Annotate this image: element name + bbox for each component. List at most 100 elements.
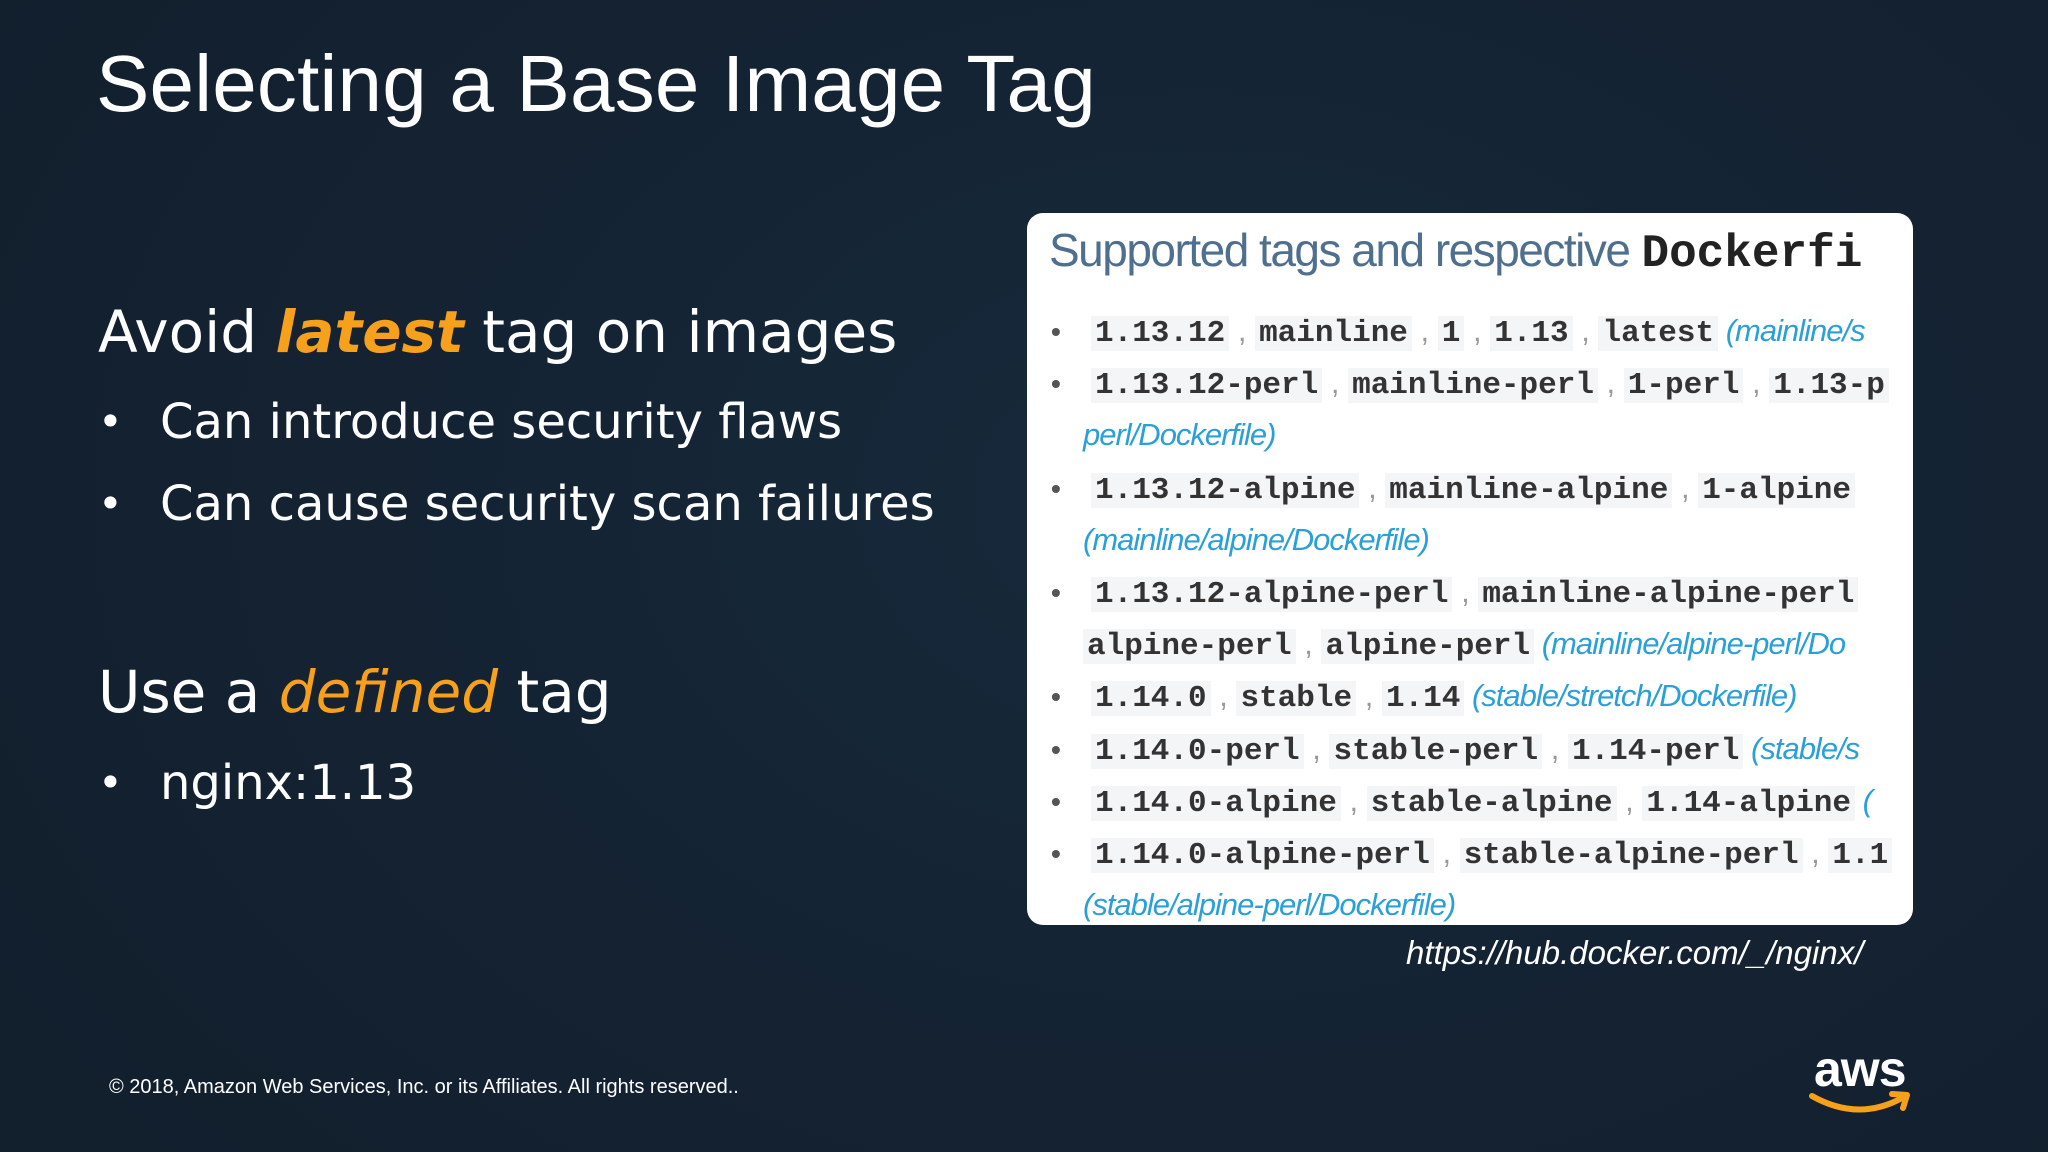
doc-header-mono: Dockerfi xyxy=(1641,228,1863,280)
section-heading-defined-tag: Use a defined tag xyxy=(98,658,612,726)
tag-separator: , xyxy=(1672,469,1699,505)
section-heading-avoid-latest: Avoid latest tag on images xyxy=(98,298,897,366)
doc-tag-line: • 1.13.12-alpine , mainline-alpine , 1-al… xyxy=(1051,462,1856,514)
heading-prefix: Avoid xyxy=(98,298,276,366)
docker-tag: alpine-perl xyxy=(1321,629,1535,665)
heading-prefix: Use a xyxy=(98,658,279,726)
tag-separator: , xyxy=(1802,835,1829,870)
tag-separator: , xyxy=(1452,574,1479,609)
tag-separator: , xyxy=(1572,313,1599,348)
tag-separator: , xyxy=(1322,365,1349,401)
doc-tag-line: • 1.13.12-perl , mainline-perl , 1-perl ,… xyxy=(1051,357,1889,409)
tag-separator: , xyxy=(1542,730,1568,766)
tag-separator: , xyxy=(1359,469,1386,505)
doc-tag-line: perl/Dockerfile) xyxy=(1083,409,1276,461)
docker-tag: 1.14.0-alpine-perl xyxy=(1091,838,1434,873)
docker-tag: 1.13.12-perl xyxy=(1091,368,1323,404)
doc-tag-line: (mainline/alpine/Dockerfile) xyxy=(1083,514,1430,566)
tag-separator: , xyxy=(1464,313,1491,348)
docker-tag: 1-alpine xyxy=(1698,472,1856,508)
tag-separator: , xyxy=(1411,313,1438,348)
doc-tag-line: alpine-perl , alpine-perl (mainline/alpi… xyxy=(1083,618,1846,670)
heading-suffix: tag on images xyxy=(463,298,898,366)
docker-tag: 1.14 xyxy=(1381,681,1465,717)
docker-tag: 1.14-perl xyxy=(1567,733,1744,769)
tag-separator: , xyxy=(1340,782,1367,818)
heading-emphasis: defined xyxy=(278,658,499,726)
doc-bullet-icon: • xyxy=(1051,681,1061,713)
docker-tag: stable-perl xyxy=(1329,733,1543,769)
doc-bullet-icon: • xyxy=(1051,472,1061,504)
copyright-notice: © 2018, Amazon Web Services, Inc. or its… xyxy=(109,1076,739,1098)
bullet-item: •Can introduce security flaws xyxy=(98,381,935,463)
dockerfile-link[interactable]: (stable/stretch/Dockerfile) xyxy=(1464,678,1797,714)
slide-title: Selecting a Base Image Tag xyxy=(96,39,1096,128)
docker-tag: mainline-perl xyxy=(1348,368,1598,404)
docker-tag: stable-alpine-perl xyxy=(1459,838,1803,873)
docker-tag: 1.13 xyxy=(1490,316,1573,351)
source-url[interactable]: https://hub.docker.com/_/nginx/ xyxy=(1406,934,1864,971)
bullet-dot-icon: • xyxy=(98,479,123,528)
tag-separator: , xyxy=(1616,782,1643,818)
docker-tag: 1.14-alpine xyxy=(1642,785,1856,821)
dockerfile-link[interactable]: (stable/s xyxy=(1743,730,1860,766)
tag-separator: , xyxy=(1229,313,1256,348)
doc-tag-line: • 1.14.0-alpine , stable-alpine , 1.14-al… xyxy=(1051,775,1873,827)
aws-logo-text: aws xyxy=(1814,1041,1907,1097)
tag-separator: , xyxy=(1295,626,1322,662)
doc-tag-line: •1.14.0 , stable , 1.14 (stable/stretch/… xyxy=(1051,670,1797,722)
tag-separator: , xyxy=(1303,730,1330,766)
dockerfile-link[interactable]: perl/Dockerfile) xyxy=(1083,417,1276,453)
heading-emphasis: latest xyxy=(275,298,464,366)
bullet-dot-icon: • xyxy=(98,397,123,446)
docker-tag: 1 xyxy=(1437,316,1465,351)
doc-bullet-icon: • xyxy=(1051,838,1061,869)
bullet-text: Can cause security scan failures xyxy=(160,476,935,532)
doc-bullet-icon: • xyxy=(1051,577,1061,608)
docker-tag: 1.1 xyxy=(1828,838,1893,873)
defined-tag-bullet-list: • nginx:1.13 xyxy=(98,742,416,824)
heading-suffix: tag xyxy=(498,658,612,726)
tag-separator: , xyxy=(1210,678,1237,714)
docker-tag: 1.13-p xyxy=(1769,368,1889,404)
docker-tag: 1.14.0-alpine xyxy=(1091,785,1341,821)
docker-tag: 1-perl xyxy=(1623,368,1744,404)
doc-tag-line: • 1.14.0-perl , stable-perl , 1.14-perl (… xyxy=(1051,723,1860,775)
docker-tag: mainline xyxy=(1255,316,1412,351)
bullet-item: • Can cause security scan failures xyxy=(98,463,935,545)
docker-tag: 1.13.12-alpine-perl xyxy=(1091,577,1453,612)
doc-tag-line: • 1.13.12-alpine-perl , mainline-alpine-p… xyxy=(1051,566,1859,618)
dockerfile-link[interactable]: (mainline/s xyxy=(1718,313,1866,348)
tag-separator: , xyxy=(1433,835,1460,870)
docker-tag: mainline-alpine-perl xyxy=(1478,577,1859,612)
docker-tag: alpine-perl xyxy=(1083,629,1296,665)
dockerfile-link[interactable]: (stable/alpine-perl/Dockerfile) xyxy=(1083,887,1456,923)
docker-tag: latest xyxy=(1598,316,1719,351)
docker-tag: stable-alpine xyxy=(1366,785,1617,821)
docker-tag: 1.13.12-alpine xyxy=(1091,472,1360,508)
aws-smile-icon xyxy=(1809,1091,1910,1113)
docker-tag: 1.14.0 xyxy=(1091,681,1211,717)
bullet-text: nginx:1.13 xyxy=(160,755,417,811)
tag-separator: , xyxy=(1356,678,1382,714)
tag-separator: , xyxy=(1743,365,1770,401)
doc-header-text: Supported tags and respective xyxy=(1049,224,1631,276)
doc-bullet-icon: • xyxy=(1051,368,1061,400)
tag-separator: , xyxy=(1597,365,1624,401)
avoid-latest-bullet-list: •Can introduce security flaws • Can cause… xyxy=(98,381,935,545)
doc-bullet-icon: • xyxy=(1051,785,1061,817)
dockerfile-link[interactable]: (mainline/alpine/Dockerfile) xyxy=(1083,521,1430,557)
doc-tag-line: • 1.14.0-alpine-perl , stable-alpine-perl… xyxy=(1051,827,1893,879)
aws-logo: aws xyxy=(1808,1040,1918,1120)
doc-bullet-icon: • xyxy=(1051,316,1061,347)
bullet-item: • nginx:1.13 xyxy=(98,742,416,824)
dockerfile-link[interactable]: ( xyxy=(1855,782,1873,818)
docker-tag: mainline-alpine xyxy=(1385,472,1673,508)
doc-tag-line: (stable/alpine-perl/Dockerfile) xyxy=(1083,879,1456,925)
docker-tag: 1.14.0-perl xyxy=(1091,733,1304,769)
doc-bullet-icon: • xyxy=(1051,733,1061,765)
dockerfile-link[interactable]: (mainline/alpine-perl/Do xyxy=(1534,626,1846,662)
bullet-dot-icon: • xyxy=(98,758,123,807)
